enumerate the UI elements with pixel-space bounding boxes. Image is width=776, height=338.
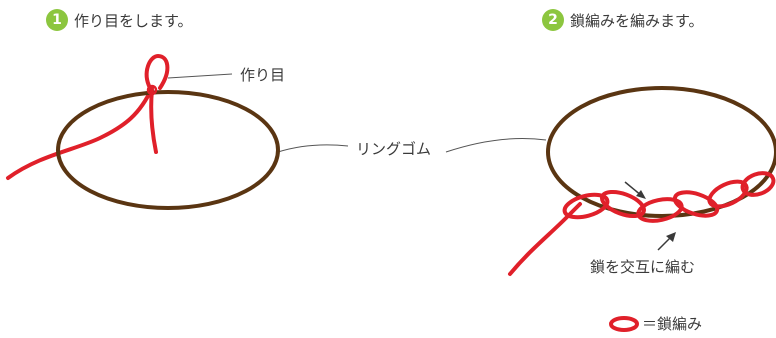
ring-rubber-label: リングゴム (356, 140, 432, 158)
starting-stitch-knot (146, 84, 158, 96)
step-1-badge: 1 (46, 9, 68, 31)
chain-stitch (740, 171, 776, 197)
step-1-title: 作り目をします。 (74, 12, 193, 30)
legend-label: ＝鎖編み (642, 315, 703, 333)
leader-line-ring-left (277, 144, 349, 153)
leader-line-ring-right (445, 138, 547, 153)
chain-stitch (707, 179, 749, 209)
arrow-upper (624, 181, 646, 199)
thread-tail-left (6, 86, 154, 180)
chain-stitch (600, 189, 646, 219)
chain-stitches (562, 171, 776, 223)
legend-chain-icon (609, 316, 639, 332)
chain-stitch (636, 197, 684, 223)
thread-tail-right (508, 202, 582, 276)
chain-stitch (672, 190, 720, 218)
step-2-title: 鎖編みを編みます。 (570, 12, 704, 30)
ring-right (546, 86, 776, 218)
thread-tail-hanging (149, 88, 158, 154)
leader-line-starting-stitch (167, 73, 233, 79)
ring-left (56, 90, 280, 210)
starting-stitch-label: 作り目 (240, 66, 286, 84)
step-2-badge: 2 (542, 9, 564, 31)
arrow-lower (657, 232, 676, 251)
starting-stitch-loop (144, 53, 170, 90)
chain-stitch (562, 192, 610, 220)
alternate-chains-label: 鎖を交互に編む (590, 258, 696, 276)
